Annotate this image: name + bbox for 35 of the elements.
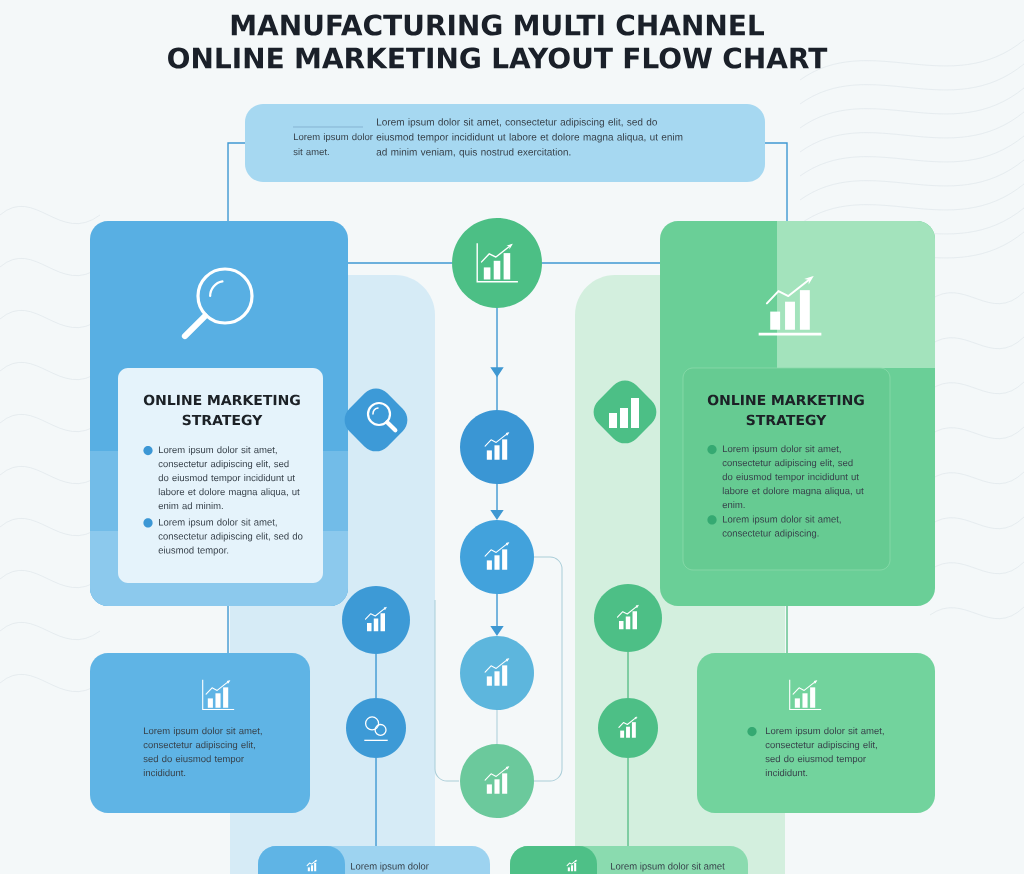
connector-line (347, 262, 453, 264)
paragraph: Lorem ipsum dolor sit amet, consectetur adipiscing elit, sed do eiusmod tempor incididunt. (765, 727, 884, 777)
paragraph: Lorem ipsum dolor (351, 862, 429, 872)
connector-line (227, 605, 229, 654)
paragraph: Lorem ipsum dolor sit amet, consectetur adipiscing elit, sed do eiusmod tempor incididunt ut labore et dolore magna aliqua, ut enim ad minim veniam, quis nostrud exercitation. (376, 118, 683, 158)
arrow (490, 307, 504, 411)
title: MANUFACTURING MULTI CHANNEL ONLINE MARKETING LAYOUT FLOW CHART (168, 14, 828, 69)
connector-line (764, 142, 788, 222)
connector-line (533, 556, 563, 782)
text-card (258, 846, 490, 874)
connector-line (375, 653, 377, 699)
heading: ONLINE MARKETING STRATEGY (707, 394, 864, 426)
connector-line (627, 651, 629, 699)
connector-line (227, 142, 246, 222)
connector-line (786, 605, 788, 654)
bullet-text: Lorem ipsum dolor sit amet, consectetur adipiscing elit, sed do eiusmod tempor incididunt ut labore et dolore magna aliqua, ut enim. (722, 445, 864, 509)
connector-line (627, 757, 629, 847)
text-panel (682, 367, 891, 571)
bullet-text: Lorem ipsum dolor sit amet, consectetur adipiscing. (722, 515, 841, 539)
bullet-text: Lorem ipsum dolor sit amet, consectetur adipiscing elit, sed do eiusmod tempor. (158, 518, 303, 556)
arrow (490, 593, 504, 636)
paragraph: Lorem ipsum dolor sit amet (611, 862, 725, 872)
connector-line (375, 757, 377, 847)
text-panel (118, 368, 323, 583)
connector-line (496, 709, 498, 745)
bullet-text: Lorem ipsum dolor sit amet, consectetur adipiscing elit, sed do eiusmod tempor incididunt ut labore et dolore magna aliqua, ut enim ad minim. (158, 446, 300, 510)
text-card (90, 653, 310, 813)
heading: ONLINE MARKETING STRATEGY (143, 394, 300, 426)
text-card (697, 653, 935, 813)
paragraph: Lorem ipsum dolor sit amet, consectetur adipiscing elit, sed do eiusmod tempor incididunt. (143, 727, 262, 777)
arrow (490, 483, 504, 520)
connector-line (541, 262, 661, 264)
paragraph: Lorem ipsum dolor sit amet. (293, 133, 373, 156)
text-box (245, 104, 765, 182)
text-card (510, 846, 748, 874)
